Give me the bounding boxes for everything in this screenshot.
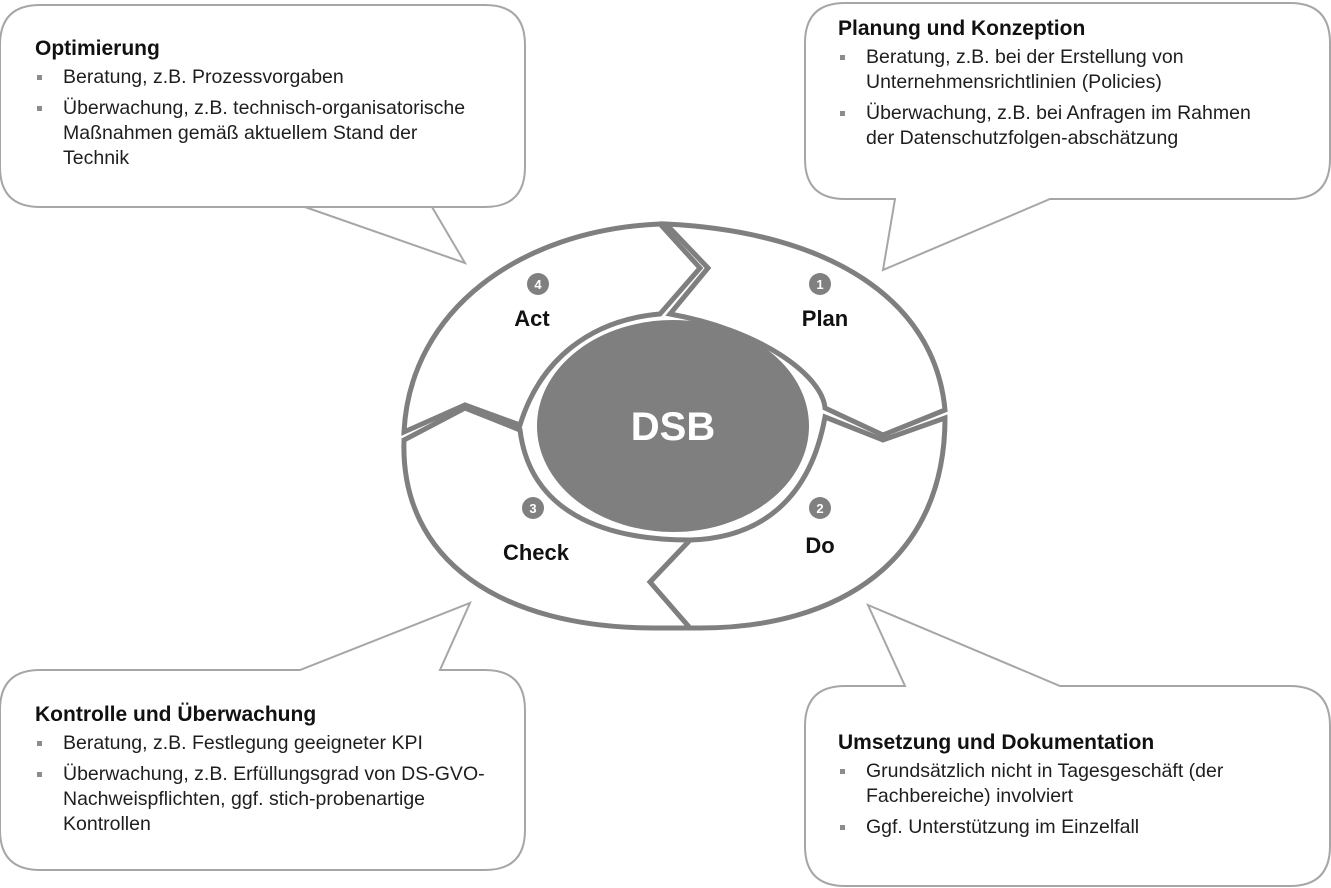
segment-act [401,221,704,436]
callout-title-do: Umsetzung und Dokumentation [838,731,1155,754]
callout-title-check: Kontrolle und Überwachung [35,703,317,726]
callout-title-plan: Planung und Konzeption [838,17,1086,40]
callout-list-act: Beratung, z.B. Prozessvorgaben Überwachu… [35,65,475,171]
callout-check: Kontrolle und Überwachung Beratung, z.B.… [35,702,505,843]
callout-item-plan-2: Überwachung, z.B. bei Anfragen im Rahmen… [838,101,1258,151]
phase-number-act: 4 [534,277,542,292]
callout-bubble-do [804,603,1331,887]
callout-item-do-2: Ggf. Unterstützung im Einzelfall [838,815,1308,840]
callout-bubble-check [0,601,526,871]
phase-label-do: Do [805,533,834,558]
phase-act: 4 Act [514,273,550,331]
callout-item-check-1: Beratung, z.B. Festlegung geeigneter KPI [35,731,505,756]
phase-badge-check [522,497,544,519]
phase-plan: 1 Plan [802,273,848,331]
phase-badge-plan [809,273,831,295]
callout-item-plan-1: Beratung, z.B. bei der Erstellung von Un… [838,45,1258,95]
phase-check: 3 Check [503,497,570,565]
callout-title-act: Optimierung [35,37,160,60]
callout-act: Optimierung Beratung, z.B. Prozessvorgab… [35,36,475,177]
segment-do [646,413,948,631]
segment-check [401,405,696,631]
phase-do: 2 Do [805,497,835,558]
phase-badge-do [809,497,831,519]
center-label: DSB [631,405,715,449]
center-ellipse [537,320,809,532]
callout-item-check-2: Überwachung, z.B. Erfüllungsgrad von DS-… [35,762,505,837]
callout-item-act-2: Überwachung, z.B. technisch-organisatori… [35,96,475,171]
callout-do: Umsetzung und Dokumentation Grundsätzlic… [838,730,1308,846]
callout-plan: Planung und Konzeption Beratung, z.B. be… [838,16,1258,157]
phase-label-plan: Plan [802,306,848,331]
callout-item-do-1: Grundsätzlich nicht in Tagesgeschäft (de… [838,759,1308,809]
callout-bubble-plan [804,2,1331,272]
phase-label-act: Act [514,306,550,331]
phase-badge-act [527,273,549,295]
callout-bubble-act [0,4,526,265]
phase-number-do: 2 [816,501,823,516]
callout-list-do: Grundsätzlich nicht in Tagesgeschäft (de… [838,759,1308,840]
callout-list-check: Beratung, z.B. Festlegung geeigneter KPI… [35,731,505,837]
phase-label-check: Check [503,540,570,565]
phase-number-check: 3 [529,501,536,516]
phase-number-plan: 1 [816,277,823,292]
callout-list-plan: Beratung, z.B. bei der Erstellung von Un… [838,45,1258,151]
callout-item-act-1: Beratung, z.B. Prozessvorgaben [35,65,475,90]
